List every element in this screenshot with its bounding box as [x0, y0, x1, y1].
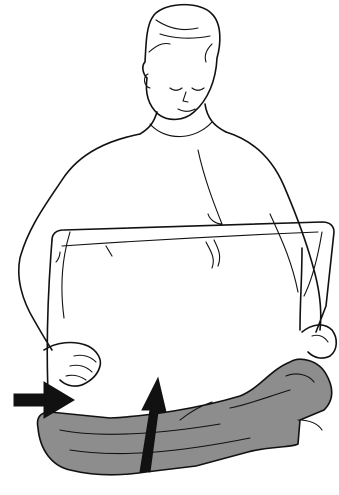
push-arrow — [14, 382, 74, 418]
person-figure — [19, 5, 337, 386]
packaging-sleeve — [38, 359, 332, 474]
person-right-hand — [302, 325, 336, 358]
person-left-hand — [44, 343, 100, 387]
person-head — [143, 5, 220, 120]
